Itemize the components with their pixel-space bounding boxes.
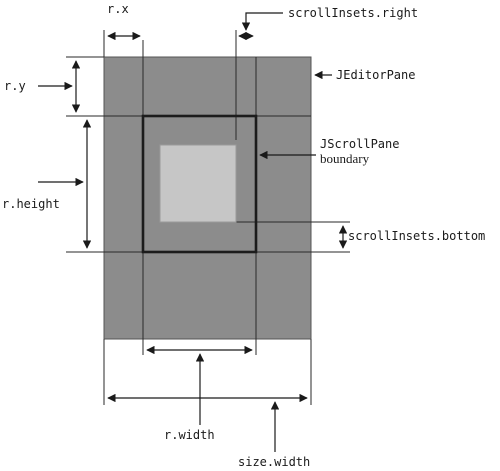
scroll-insets-bottom-label: scrollInsets.bottom (348, 229, 485, 243)
rwidth-label: r.width (164, 428, 215, 442)
scroll-insets-right-label: scrollInsets.right (288, 6, 418, 20)
viewport-rect (159, 144, 237, 223)
rx-label: r.x (107, 2, 129, 16)
rheight-label: r.height (2, 197, 60, 211)
scroll-insets-right-leader (241, 12, 283, 31)
jscrollpane-boundary-rect (141, 114, 258, 254)
size-width-label: size.width (238, 455, 310, 469)
jeditorpane-label: JEditorPane (336, 68, 415, 82)
ry-label: r.y (4, 79, 26, 93)
jscrollpane-boundary-label: boundary (320, 151, 370, 166)
jscrollpane-label: JScrollPane (320, 137, 399, 151)
